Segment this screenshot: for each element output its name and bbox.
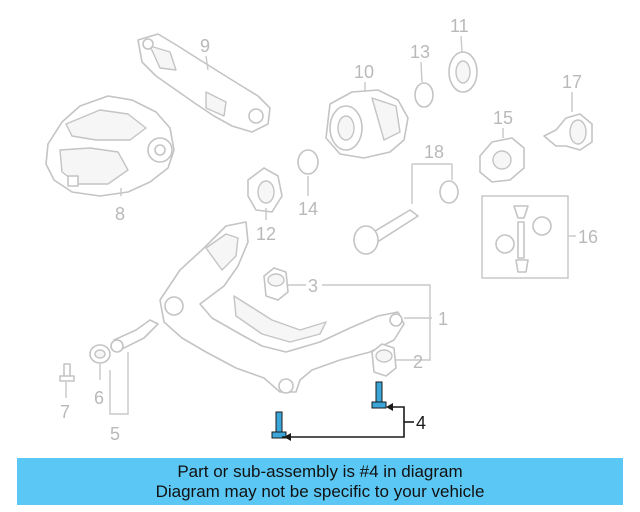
callout-1: 1 (438, 309, 448, 329)
callout-12: 12 (256, 224, 276, 244)
banner-line-1: Part or sub-assembly is #4 in diagram (177, 461, 463, 481)
part-13-o-ring (414, 82, 434, 108)
callout-3: 3 (308, 276, 318, 296)
part-17-output-flange (543, 113, 593, 151)
callout-labels: 1 2 3 4 5 6 7 8 9 10 11 12 13 14 15 16 1… (60, 16, 598, 444)
callout-11: 11 (450, 16, 469, 36)
part-12-seal (247, 167, 283, 213)
part-11-flange (448, 51, 478, 93)
callout-18: 18 (424, 142, 444, 162)
callout-8: 8 (115, 204, 125, 224)
callout-17: 17 (562, 72, 582, 92)
callout-2: 2 (413, 352, 423, 372)
part-7-bolt (59, 363, 75, 382)
callout-4: 4 (416, 413, 426, 433)
highlight-leader-lines (282, 403, 414, 441)
info-banner: Part or sub-assembly is #4 in diagram Di… (17, 458, 623, 505)
callout-9: 9 (200, 36, 210, 56)
callout-14: 14 (298, 199, 318, 219)
callout-16: 16 (578, 227, 598, 247)
callout-13: 13 (410, 42, 430, 62)
part-18-shaft (353, 180, 459, 255)
part-14-o-ring (297, 149, 319, 175)
part-1-subframe (159, 221, 405, 394)
callout-5: 5 (110, 424, 120, 444)
part-3-bushing (263, 267, 289, 301)
part-5-link (110, 319, 159, 353)
callout-10: 10 (354, 62, 374, 82)
part-15-diff-case (479, 137, 525, 183)
parts-diagram: 1 2 3 4 5 6 7 8 9 10 11 12 13 14 15 16 1… (45, 16, 598, 444)
part-2-bushing (371, 343, 397, 377)
leader-lines (65, 35, 576, 415)
part-8-differential-housing (45, 95, 175, 197)
callout-7: 7 (60, 402, 70, 422)
part-16-gear-set (481, 195, 569, 279)
banner-line-2: Diagram may not be specific to your vehi… (155, 481, 485, 501)
callout-15: 15 (493, 108, 513, 128)
part-10-differential-center (325, 89, 409, 159)
callout-6: 6 (94, 388, 104, 408)
part-6-sleeve (89, 344, 111, 364)
part-4-bolts (271, 381, 387, 439)
part-9-mount-bracket (137, 33, 271, 133)
